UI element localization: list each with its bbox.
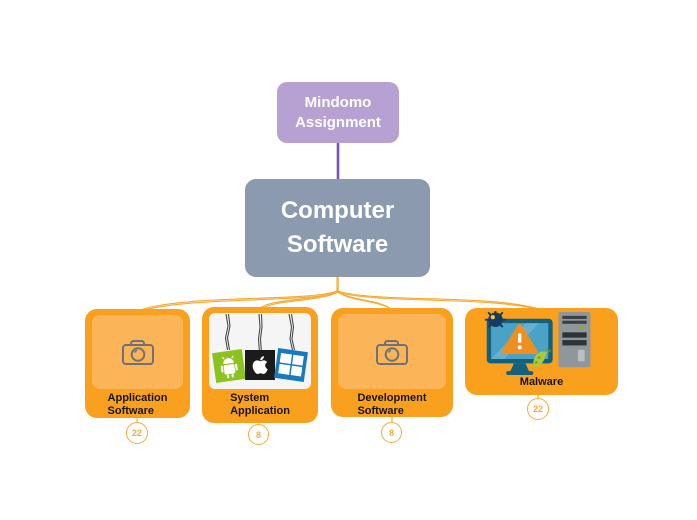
badge-application-software-count[interactable]: 22	[126, 422, 148, 444]
topic-malware[interactable]: Malware	[465, 308, 618, 395]
topic-label: Malware	[519, 375, 564, 388]
windows-logo-icon	[274, 348, 308, 382]
os-tags-illustration	[212, 314, 308, 383]
link-central-stem	[336, 276, 339, 292]
topic-label: Mindomo Assignment	[295, 93, 381, 131]
topic-label: Application Software	[107, 392, 168, 417]
topic-label: System Application	[230, 392, 290, 417]
badge-system-application-count[interactable]: 8	[248, 424, 269, 445]
image-placeholder[interactable]	[92, 315, 183, 389]
topic-image[interactable]	[472, 311, 611, 375]
image-placeholder[interactable]	[338, 314, 446, 389]
topic-development-software[interactable]: Development Software	[331, 308, 453, 417]
topic-label: Computer Software	[280, 197, 395, 258]
warning-icon	[501, 324, 538, 355]
malware-illustration	[484, 311, 590, 375]
virus-icon	[484, 311, 506, 328]
topic-computer-software[interactable]: Computer Software	[245, 179, 430, 277]
worm-icon	[532, 347, 551, 368]
badge-development-software-count[interactable]: 8	[381, 422, 402, 443]
topic-label: Development Software	[357, 392, 427, 417]
apple-logo-icon	[245, 350, 275, 380]
android-logo-icon	[212, 349, 246, 383]
badge-malware-count[interactable]: 22	[527, 398, 549, 420]
topic-image[interactable]	[209, 313, 311, 389]
camera-icon	[376, 339, 408, 365]
tower-pc-icon	[557, 311, 590, 368]
topic-mindomo-assignment[interactable]: Mindomo Assignment	[277, 82, 399, 143]
topic-system-application[interactable]: System Application	[202, 307, 318, 423]
camera-icon	[121, 340, 154, 365]
topic-application-software[interactable]: Application Software	[85, 309, 190, 418]
